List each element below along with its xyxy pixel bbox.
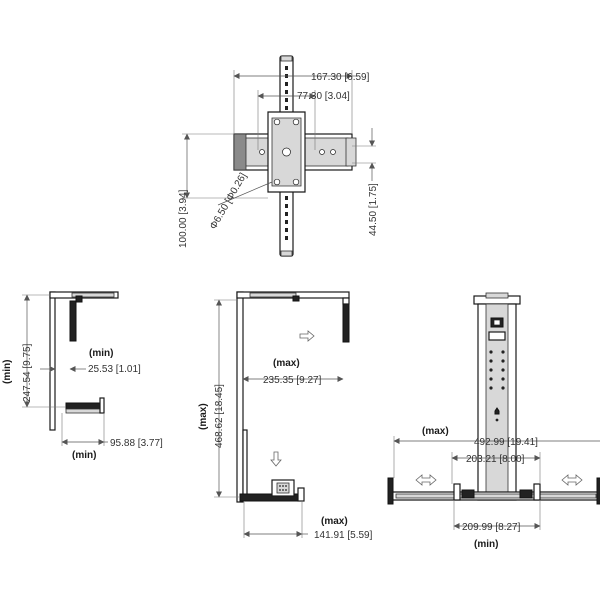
dim-top-height: 100.00 [3.94] xyxy=(178,189,189,248)
dim-front-width-max: 492.99 [19.41] xyxy=(474,437,538,448)
dim-side-max-reach: 235.35 [9.27] xyxy=(263,375,322,386)
front-rail-holes xyxy=(489,350,505,422)
side-min-bracket xyxy=(49,291,119,431)
extend-arrow-right-icon xyxy=(561,474,583,486)
dim-front-width-min: 209.99 [8.27] xyxy=(462,522,521,533)
top-view: 167.30 [6.59] 77.30 [3.04] 100.00 [3.94]… xyxy=(178,55,379,257)
dim-side-max-depth: 141.91 [5.59] xyxy=(314,530,373,541)
label-front-max: (max) xyxy=(422,426,449,437)
label-side-max-height: (max) xyxy=(198,403,209,430)
dim-top-width-inner: 77.30 [3.04] xyxy=(297,91,350,102)
dim-side-min-offset: 25.53 [1.01] xyxy=(88,364,141,375)
dim-top-depth: 44.50 [1.75] xyxy=(368,183,379,236)
front-view: (max) 492.99 [19.41] 203.21 [8.00] 209.9… xyxy=(387,292,600,550)
label-side-max-reach: (max) xyxy=(273,358,300,369)
label-side-max-depth: (max) xyxy=(321,516,348,527)
label-front-min: (min) xyxy=(474,539,498,550)
dim-side-min-depth: 95.88 [3.77] xyxy=(110,438,163,449)
vesa-plate xyxy=(267,111,306,193)
side-view-max: 468.62 [18.45] (max) (max) 235.35 [9.27]… xyxy=(198,291,373,541)
motion-arrow-down-icon xyxy=(270,451,282,467)
label-side-min-vertical: (min) xyxy=(2,360,13,384)
label-side-min-offset: (min) xyxy=(89,348,113,359)
side-view-min: 247.54 [9.75] (min) (min) 25.53 [1.01] 9… xyxy=(2,291,163,461)
label-side-min-depth: (min) xyxy=(72,450,96,461)
motion-arrow-right-icon xyxy=(299,330,315,342)
dim-side-max-height: 468.62 [18.45] xyxy=(214,384,225,448)
side-max-bracket xyxy=(236,291,350,503)
front-bracket xyxy=(387,292,600,505)
dim-side-min-height: 247.54 [9.75] xyxy=(22,343,33,402)
extend-arrow-left-icon xyxy=(415,474,437,486)
dim-front-width-mid: 203.21 [8.00] xyxy=(466,454,525,465)
dim-top-hole: Φ6.50 [Φ0.26] xyxy=(208,171,249,231)
dim-top-width-outer: 167.30 [6.59] xyxy=(311,72,370,83)
